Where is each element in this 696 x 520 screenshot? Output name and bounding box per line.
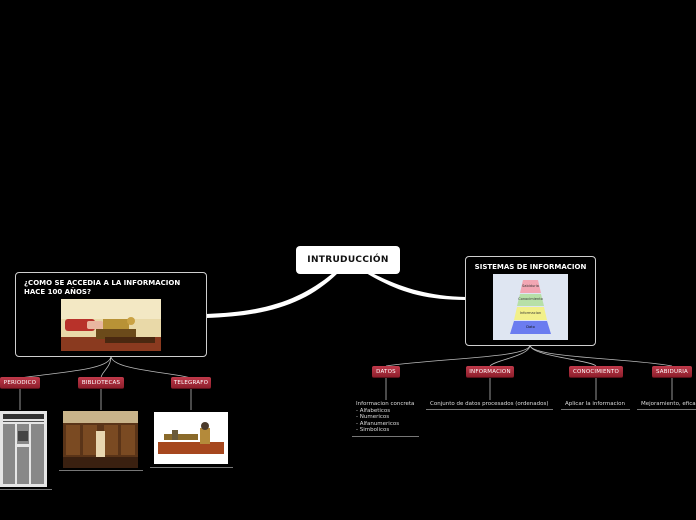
topic-access-information[interactable]: ¿COMO SE ACCEDIA A LA INFORMACION HACE 1… — [15, 272, 207, 357]
telegraph-key-photo — [61, 299, 161, 351]
subtopic-conocimiento[interactable]: CONOCIMIENTO — [569, 366, 623, 378]
library-photo — [63, 411, 138, 468]
divider — [352, 436, 419, 437]
knowledge-pyramid: Sabiduria Conocimiento Informacion Dato — [493, 274, 568, 340]
subtopic-label: SABIDURIA — [655, 368, 689, 375]
divider — [561, 409, 630, 410]
note-datos: Informacion concreta - Alfabeticos - Num… — [356, 401, 415, 433]
pyramid-level-label: Informacion — [519, 311, 542, 315]
subtopic-bibliotecas[interactable]: BIBLIOTECAS — [78, 377, 124, 389]
subtopic-telegrafo[interactable]: TELEGRAFO — [171, 377, 211, 389]
divider — [59, 470, 143, 471]
note-informacion: Conjunto de datos procesados (ordenados) — [430, 401, 549, 407]
divider — [0, 489, 52, 490]
subtopic-sabiduria[interactable]: SABIDURIA — [652, 366, 692, 378]
subtopic-label: TELEGRAFO — [173, 379, 209, 386]
subtopic-label: PERIODICO — [3, 379, 37, 386]
subtopic-datos[interactable]: DATOS — [372, 366, 400, 378]
subtopic-label: INFORMACION — [469, 368, 511, 375]
newspaper-photo — [0, 411, 47, 487]
divider — [426, 409, 553, 410]
central-topic[interactable]: INTRUDUCCIÓN — [296, 246, 400, 274]
topic-title: ¿COMO SE ACCEDIA A LA INFORMACION HACE 1… — [24, 279, 181, 296]
note-sabiduria: Mejoramiento, efica — [641, 401, 696, 407]
subtopic-label: DATOS — [376, 368, 396, 375]
subtopic-periodico[interactable]: PERIODICO — [0, 377, 40, 389]
subtopic-label: BIBLIOTECAS — [81, 379, 121, 386]
pyramid-level-label: Conocimiento — [518, 297, 543, 301]
pyramid-level-label: Dato — [526, 325, 535, 329]
divider — [150, 467, 233, 468]
divider — [637, 409, 696, 410]
subtopic-informacion[interactable]: INFORMACION — [466, 366, 514, 378]
pyramid-level-label: Sabiduria — [521, 284, 539, 288]
central-topic-label: INTRUDUCCIÓN — [307, 255, 389, 265]
topic-sistemas-informacion[interactable]: SISTEMAS DE INFORMACION Sabiduria Conoci… — [465, 256, 596, 346]
subtopic-label: CONOCIMIENTO — [572, 368, 620, 375]
telegraph-photo — [154, 412, 228, 464]
note-conocimiento: Aplicar la informacion — [565, 401, 625, 407]
topic-title: SISTEMAS DE INFORMACION — [474, 263, 587, 271]
